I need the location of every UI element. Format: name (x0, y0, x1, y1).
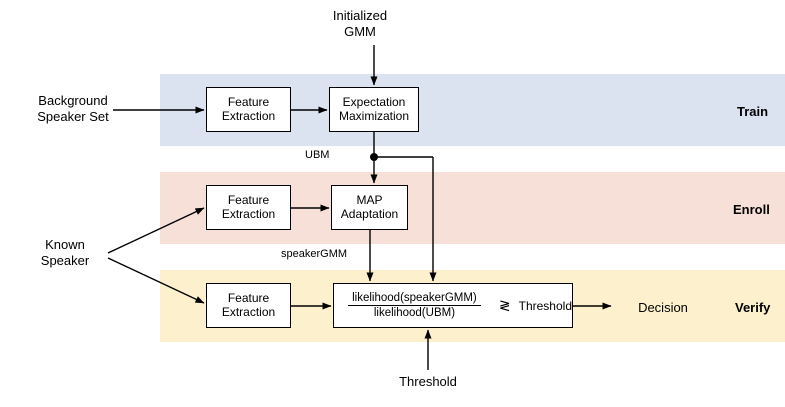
box-feature-extraction-verify-label: Feature Extraction (221, 290, 276, 319)
box-expectation-maximization: Expectation Maximization (329, 87, 419, 132)
box-map-adaptation: MAP Adaptation (331, 185, 408, 230)
input-initialized-gmm: Initialized GMM (332, 8, 388, 39)
band-label-enroll: Enroll (733, 202, 770, 217)
box-feature-extraction-verify: Feature Extraction (206, 283, 291, 328)
likelihood-ratio-denominator: likelihood(UBM) (373, 306, 456, 319)
box-likelihood-ratio-test: likelihood(speakerGMM) likelihood(UBM) ≷… (333, 283, 573, 328)
input-background-speaker-set: Background Speaker Set (37, 93, 109, 124)
box-feature-extraction-enroll: Feature Extraction (206, 185, 291, 230)
edge-label-ubm: UBM (305, 149, 330, 161)
band-label-train: Train (737, 104, 769, 119)
box-map-adaptation-label: MAP Adaptation (340, 192, 399, 221)
output-decision: Decision (638, 300, 688, 315)
likelihood-ratio-fraction: likelihood(speakerGMM) likelihood(UBM) (340, 291, 489, 320)
likelihood-ratio-numerator: likelihood(speakerGMM) (348, 292, 481, 307)
comparison-symbol: ≷ (498, 297, 511, 313)
box-feature-extraction-train-label: Feature Extraction (221, 94, 276, 123)
edge-label-speaker-gmm: speakerGMM (281, 248, 348, 260)
band-label-verify: Verify (735, 300, 771, 315)
box-feature-extraction-enroll-label: Feature Extraction (221, 192, 276, 221)
threshold-term-label: Threshold (518, 298, 572, 313)
box-expectation-maximization-label: Expectation Maximization (338, 94, 410, 123)
ubm-junction-dot (370, 153, 378, 161)
input-known-speaker: Known Speaker (40, 237, 90, 268)
box-feature-extraction-train: Feature Extraction (206, 87, 291, 132)
input-threshold: Threshold (399, 374, 457, 389)
